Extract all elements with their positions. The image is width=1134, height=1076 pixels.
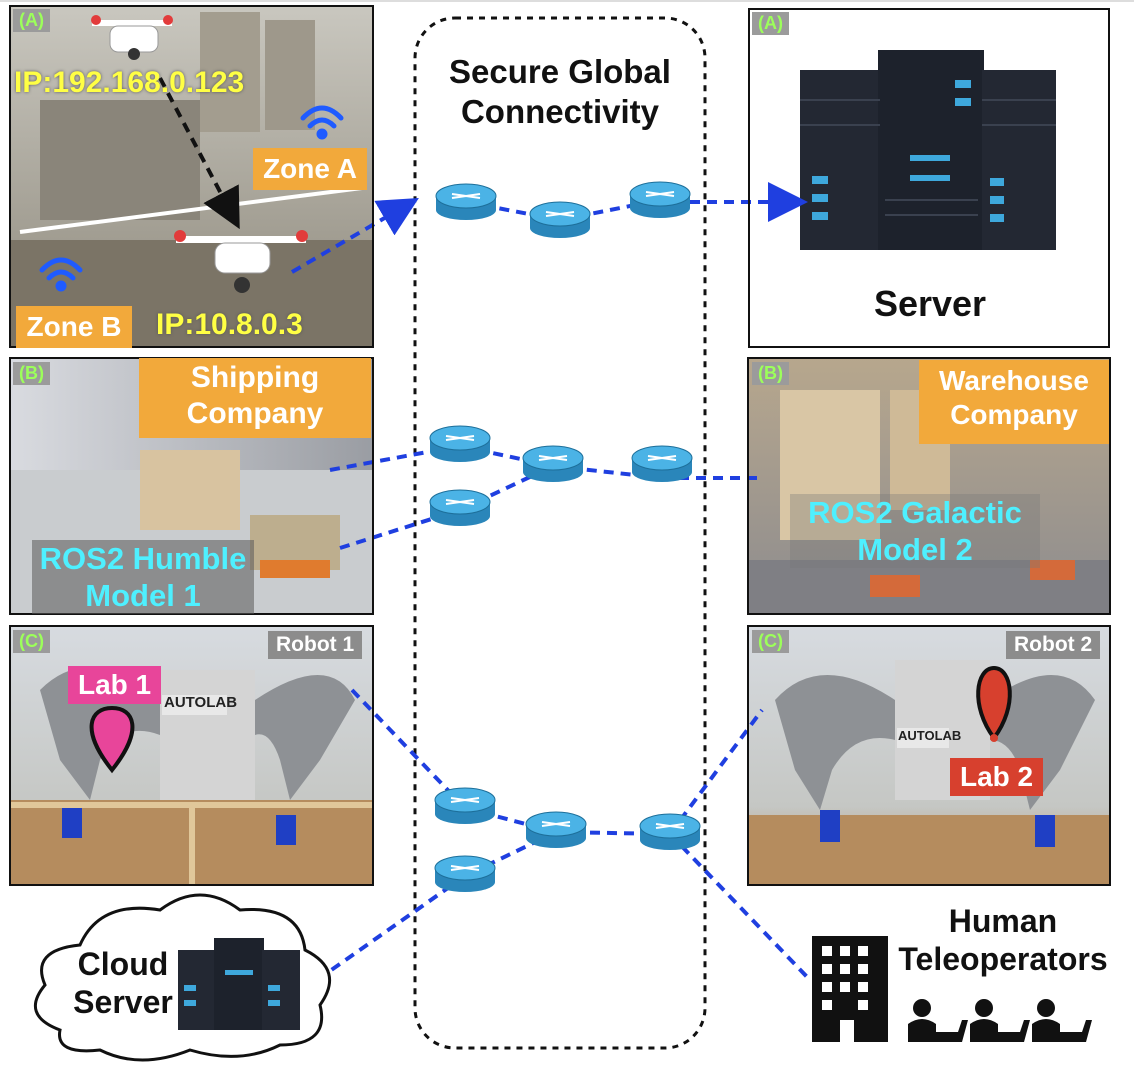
shipping-company-label: Shipping Company [139, 358, 371, 438]
router-icon [429, 425, 491, 462]
panel-c-right [747, 625, 1111, 886]
panel-c-left-photo [10, 626, 372, 884]
cloud-server-icon [178, 938, 300, 1030]
router-icon [522, 445, 584, 482]
backbone-title-line2: Connectivity [460, 92, 660, 130]
warehouse-line2: Company [950, 398, 1078, 430]
ros-right-line2: Model 2 [857, 532, 973, 568]
cloud-line2: Server [73, 984, 173, 1021]
panel-tag: (C) [13, 630, 50, 653]
warehouse-line1: Warehouse [939, 365, 1089, 396]
router-icon [631, 445, 693, 482]
secure-connectivity-boundary [413, 16, 707, 1050]
human-teleoperators-label: Human Teleoperators [890, 902, 1116, 979]
drone-ip-top: IP:192.168.0.123 [14, 66, 245, 99]
robot2-label: Robot 2 [1006, 631, 1101, 659]
teleoperator-icon [908, 999, 968, 1042]
human-line2: Teleoperators [898, 941, 1108, 978]
panel-tag: (B) [752, 362, 789, 385]
wifi-icon [300, 105, 344, 140]
panel-a-left [9, 5, 374, 348]
zone-a-label: Zone A [253, 148, 367, 190]
router-icon [434, 855, 496, 892]
shipping-line1: Shipping [190, 361, 320, 394]
panel-b-right [747, 357, 1111, 615]
router-icon [529, 201, 591, 238]
cloud-line1: Cloud [77, 946, 169, 982]
backbone-title: Secure Global Connectivity [420, 52, 700, 131]
router-icon [629, 181, 691, 218]
lab2-map-pin-icon [976, 665, 1012, 742]
ros-right-line1: ROS2 Galactic [808, 495, 1022, 530]
zone-b-label: Zone B [16, 306, 132, 348]
lab2-label: Lab 2 [950, 758, 1044, 796]
drone-top-icon [91, 15, 173, 60]
router-icon [435, 183, 497, 220]
ros-left-line1: ROS2 Humble [39, 541, 247, 576]
router-icon [639, 813, 701, 850]
panel-tag: (A) [13, 9, 50, 32]
router-icon [429, 489, 491, 526]
backbone-title-line1: Secure Global [449, 53, 671, 90]
wifi-icon [39, 257, 83, 292]
autolab-logo: AUTOLAB [164, 694, 238, 711]
warehouse-company-label: Warehouse Company [919, 360, 1109, 444]
lab1-map-pin-icon [89, 705, 135, 774]
panel-tag: (B) [13, 362, 50, 385]
panel-c-left [9, 625, 374, 886]
server-rack-icon [800, 50, 1056, 250]
drone-bottom-icon [174, 230, 308, 293]
ros-humble-label: ROS2 Humble Model 1 [32, 540, 254, 615]
teleoperator-icon [1032, 999, 1092, 1042]
building-icon [812, 936, 888, 1042]
teleoperator-icon [970, 999, 1030, 1042]
panel-a-server [748, 8, 1110, 348]
cloud-server-label: Cloud Server [62, 945, 184, 1022]
panel-c-right-photo [748, 626, 1110, 884]
panel-tag: (A) [752, 12, 789, 35]
panel-tag: (C) [752, 630, 789, 653]
router-icon [434, 787, 496, 824]
ros-left-line2: Model 1 [85, 578, 201, 614]
drone-ip-bottom: IP:10.8.0.3 [156, 308, 303, 341]
router-icon [525, 811, 587, 848]
robot1-label: Robot 1 [268, 631, 363, 659]
human-line1: Human [948, 903, 1058, 939]
ros-galactic-label: ROS2 Galactic Model 2 [790, 494, 1040, 569]
zone-divider-line [19, 186, 363, 234]
lab1-label: Lab 1 [68, 666, 162, 704]
server-label: Server [873, 283, 987, 324]
shipping-line2: Company [186, 397, 324, 430]
autolab-logo: AUTOLAB [898, 728, 962, 743]
